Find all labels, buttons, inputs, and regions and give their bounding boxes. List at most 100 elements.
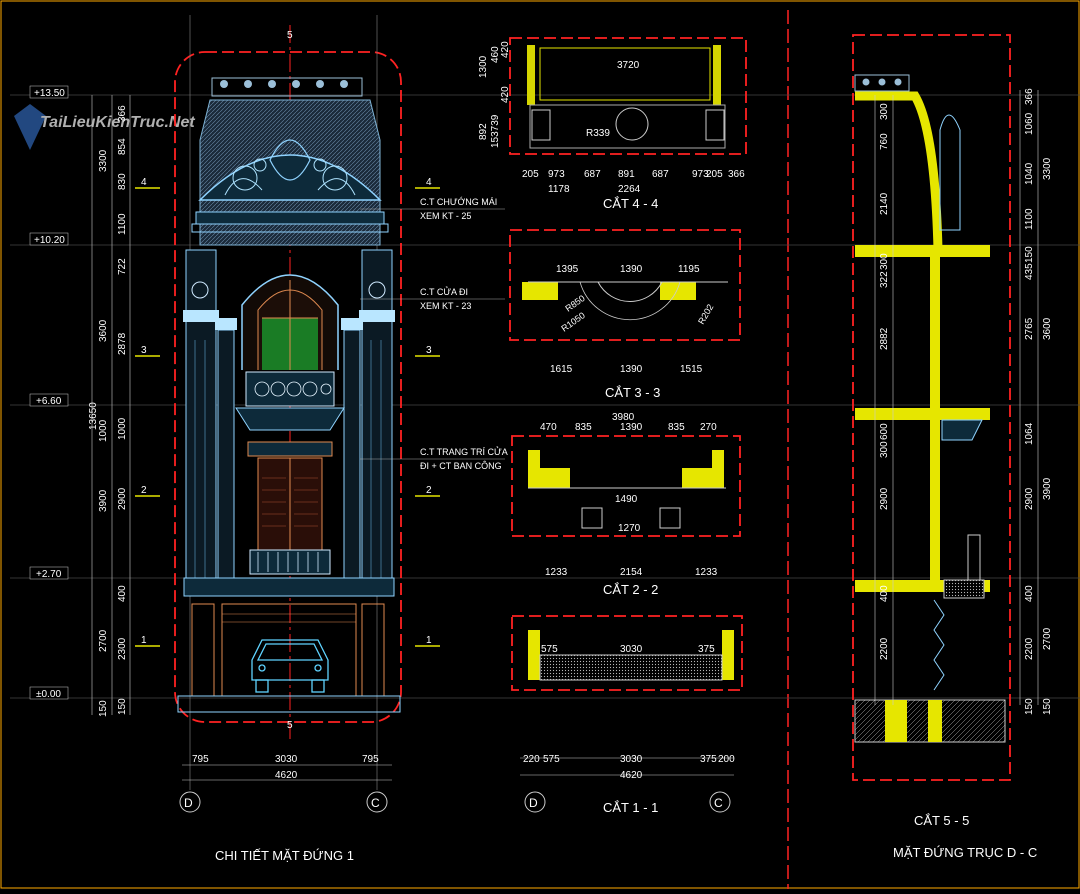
note-label: C.T TRANG TRÍ CỬA [420, 446, 508, 457]
section-mark-label: 4 [141, 177, 147, 188]
dim-label: 687 [584, 169, 601, 180]
cornice [195, 211, 385, 225]
section-3-3-title: CẮT 3 - 3 [605, 385, 660, 400]
dim-label: 835 [575, 422, 592, 433]
section-1-1-title: CẮT 1 - 1 [603, 800, 658, 815]
dim-label: 2765 [1024, 317, 1035, 340]
dim-label: 1390 [620, 364, 643, 375]
dim-label: 1233 [545, 567, 568, 578]
level-label: +13.50 [34, 88, 65, 99]
lower-balustrade [249, 549, 331, 575]
section-5-5-right-dims: 3661060104011001504352765106429004002200… [1024, 88, 1035, 715]
dim-label: 973 [692, 169, 709, 180]
dim-label: 575 [541, 644, 558, 655]
dim-label: 722 [117, 258, 128, 275]
note-label: C.T CHƯỚNG MÁI [420, 197, 497, 207]
section-2-2-title: CẮT 2 - 2 [603, 582, 658, 597]
elevation-bottom-total: 4620 [275, 770, 298, 781]
note-label: ĐI + CT BAN CÔNG [420, 461, 502, 471]
level-marker: +10.20 [29, 232, 69, 246]
dim-label: 366 [728, 169, 745, 180]
dim-label: 575 [543, 754, 560, 765]
svg-text:1490: 1490 [615, 494, 638, 505]
column-capitals [183, 310, 395, 330]
dim-label: 435 [1024, 263, 1035, 280]
dim-label: 375 [700, 754, 717, 765]
dim-label: 3030 [620, 754, 643, 765]
level-markers: +13.50 +10.20 +6.60 +2.70 ±0.00 [29, 85, 69, 700]
dim-label: 1100 [117, 213, 128, 235]
section-mark-label: 1 [426, 635, 432, 646]
svg-text:1270: 1270 [618, 523, 641, 534]
section-1-1-bottom-total: 4620 [620, 770, 643, 781]
level-marker: +2.70 [29, 566, 69, 580]
svg-text:1395: 1395 [556, 264, 579, 275]
dim-label: 1064 [1024, 422, 1035, 445]
ground-slab [183, 577, 395, 597]
svg-text:3720: 3720 [617, 60, 640, 71]
dim-label: 854 [117, 138, 128, 155]
svg-text:R339: R339 [586, 128, 610, 139]
dim-label: 420 [500, 86, 511, 103]
dim-label: 3900 [1042, 477, 1053, 500]
note-label: XEM KT - 23 [420, 301, 471, 311]
grid-bubble-c: C [371, 796, 380, 810]
elevation-title: CHI TIẾT MẶT ĐỨNG 1 [215, 848, 354, 863]
dim-label: 150 [1024, 698, 1035, 715]
section-5-5-subtitle: MẶT ĐỨNG TRỤC D - C [893, 845, 1037, 860]
dim-label: 150 [1042, 698, 1053, 715]
dim-label: 2264 [618, 184, 641, 195]
dim-label: 2900 [117, 487, 128, 510]
dim-label: 2200 [879, 637, 890, 660]
dim-label: 1100 [1024, 208, 1035, 230]
section-5-5-title: CẮT 5 - 5 [914, 813, 969, 828]
dim-label: 2900 [1024, 487, 1035, 510]
dim-label: 795 [192, 754, 209, 765]
level-label: +6.60 [36, 396, 62, 407]
dim-label: 300 [879, 253, 890, 270]
dim-label: 2300 [117, 637, 128, 660]
dim-label: 366 [117, 105, 128, 122]
dim-label: 1390 [620, 422, 643, 433]
balcony-slab [235, 407, 345, 431]
dim-label: 3300 [1042, 157, 1053, 180]
dim-label: 420 [500, 41, 511, 58]
level-marker: +13.50 [29, 85, 69, 99]
dim-label: 205 [706, 169, 723, 180]
axis-label-bottom: 5 [287, 720, 293, 731]
dim-label: 1060 [1024, 112, 1035, 135]
dim-label: 973 [548, 169, 565, 180]
dim-label: 2140 [879, 192, 890, 215]
svg-text:R1050: R1050 [559, 310, 586, 333]
dim-label: 891 [618, 169, 635, 180]
grid-bubble-d: D [184, 796, 193, 810]
watermark-text: TaiLieuKienTruc.Net [40, 114, 195, 131]
grid-bubble-c: C [714, 796, 723, 810]
watermark: TaiLieuKienTruc.Net [14, 104, 195, 150]
dim-label: 3900 [98, 489, 109, 512]
dim-label: 795 [362, 754, 379, 765]
dim-label: 150 [1024, 246, 1035, 263]
dim-label: 150 [117, 698, 128, 715]
dim-label: 1615 [550, 364, 573, 375]
roof-crest [211, 77, 363, 97]
door-lintel [247, 441, 333, 457]
dim-label: 270 [700, 422, 717, 433]
section-2-2-total: 3980 [612, 412, 635, 423]
